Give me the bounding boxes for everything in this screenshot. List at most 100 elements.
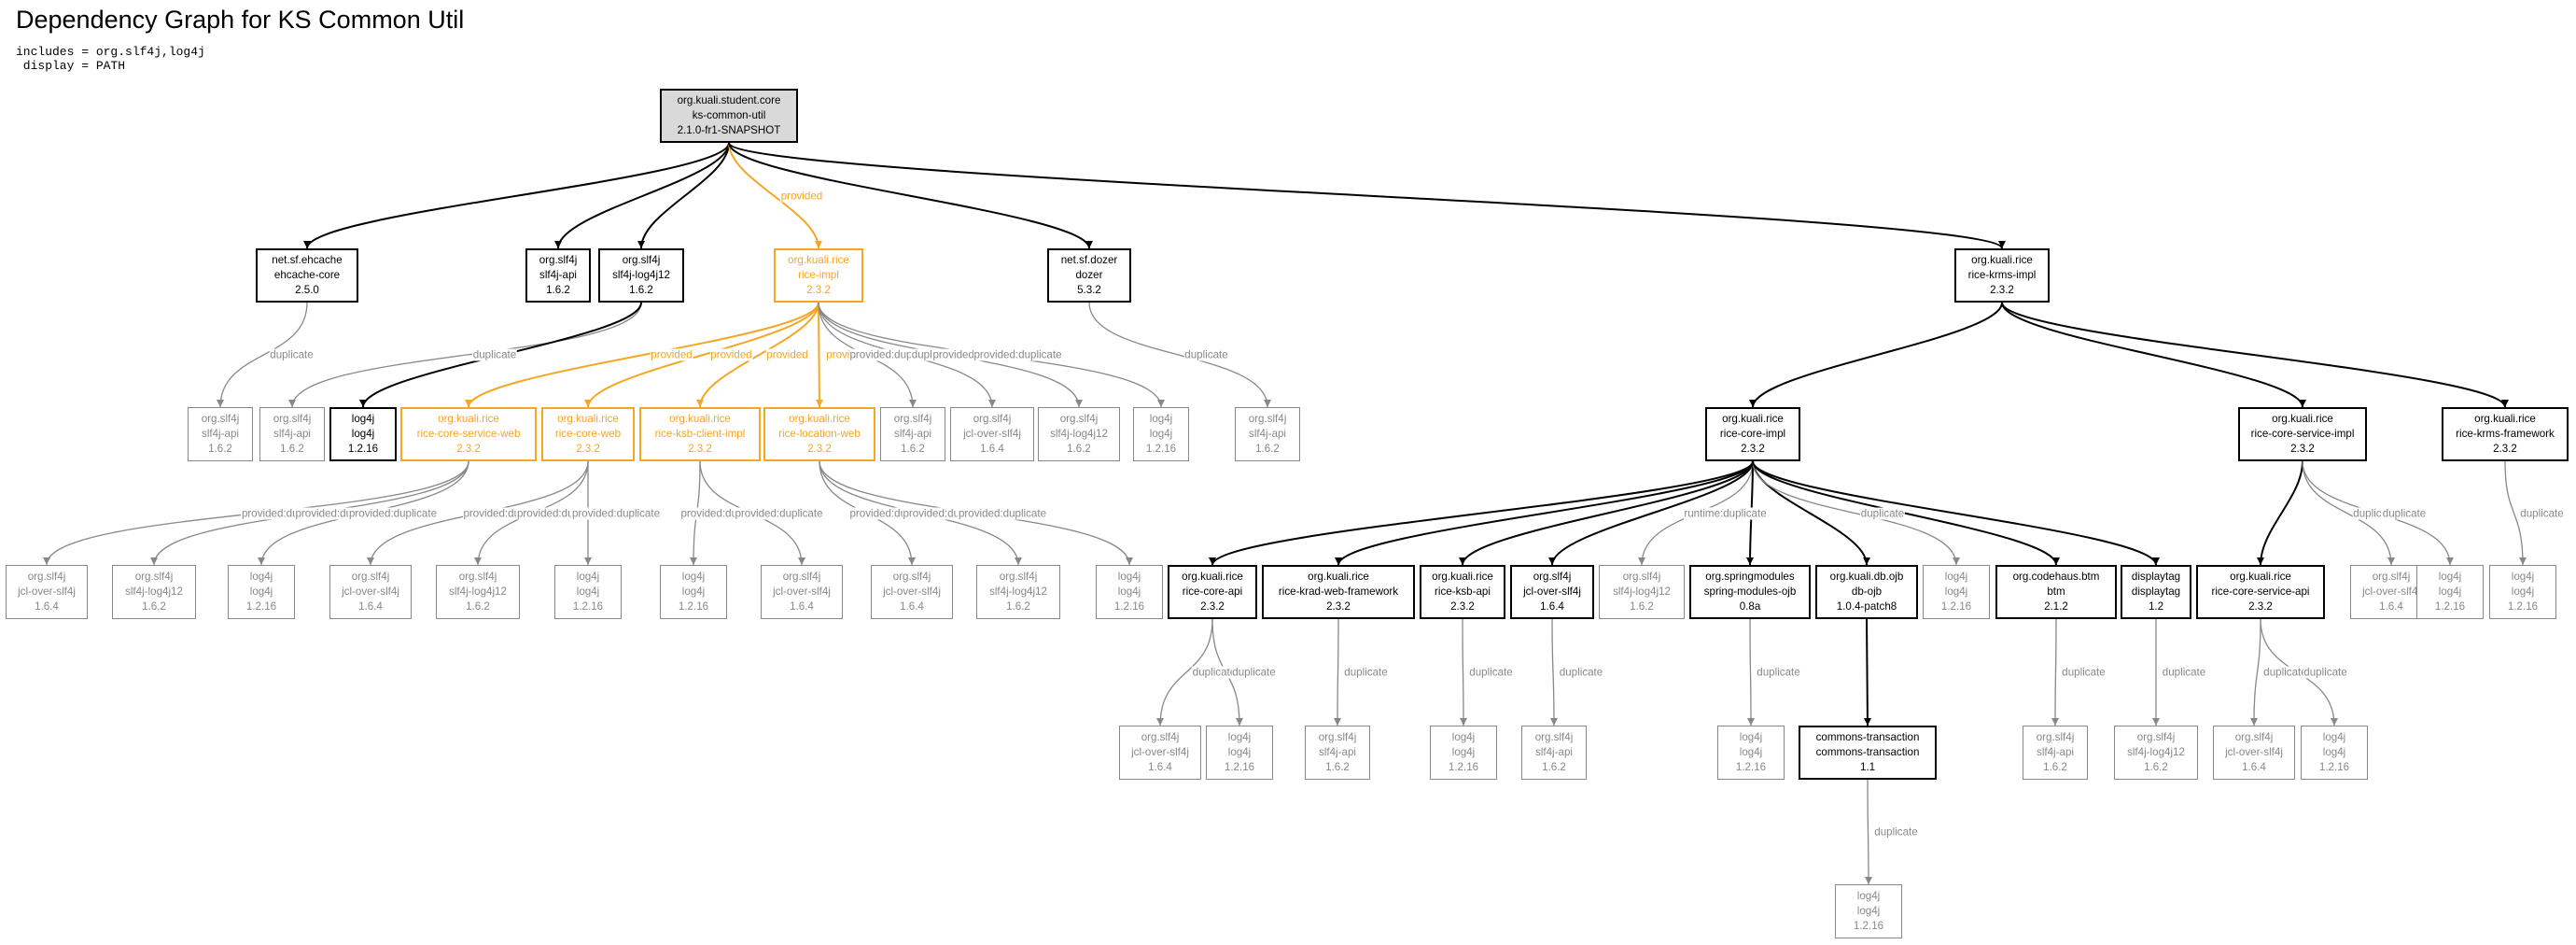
edge-root-to-ehcache — [303, 142, 730, 249]
edge-root-to-dozer — [728, 142, 1093, 249]
edge-label: duplicate — [1231, 666, 1277, 679]
edge-ehcache-to-d-slf4japi-a — [217, 302, 308, 408]
node-line: rice-krms-framework — [2456, 428, 2555, 440]
node-line: 1.2.16 — [1113, 600, 1145, 613]
edge-label: duplicate — [2061, 666, 2107, 679]
node-line: org.kuali.rice — [2230, 571, 2291, 583]
node-line: 1.2.16 — [1448, 761, 1479, 773]
node-line: rice-core-service-web — [416, 428, 521, 440]
node-line: rice-core-service-impl — [2250, 428, 2355, 440]
node-line: rice-core-web — [554, 428, 622, 440]
edge-label: duplicate — [1183, 348, 1229, 361]
node-line: org.slf4j — [622, 254, 661, 266]
node-line: 1.6.4 — [2379, 600, 2403, 613]
node-line: log4j — [576, 571, 600, 583]
edge-krmsimpl-to-rcsimpl — [2001, 302, 2306, 408]
node-line: org.kuali.db.ojb — [1829, 571, 1904, 583]
node-line: slf4j-log4j12 — [125, 585, 183, 598]
edge-riceimpl-to-ksbclient — [696, 302, 819, 408]
node-line: 1.6.2 — [2043, 761, 2067, 773]
edge-rcimpl-to-rci-log4j — [1752, 460, 1960, 566]
node-line: log4j — [351, 428, 375, 440]
node-line: 5.3.2 — [1077, 284, 1101, 296]
node-line: log4j — [681, 585, 706, 598]
node-line: log4j — [2511, 571, 2535, 583]
node-line: ks-common-util — [692, 109, 766, 121]
edge-dbojb-to-commons-tx — [1863, 618, 1871, 726]
node-line: 2.3.2 — [2493, 443, 2517, 455]
edge-kradfw-to-krad-slf4japi — [1334, 618, 1342, 726]
node-line: rice-impl — [798, 269, 839, 281]
node-line: 1.6.4 — [980, 443, 1004, 455]
edge-label: duplicate — [2161, 666, 2207, 679]
node-d-ri-jcl: org.slf4j jcl-over-slf4j 1.6.4 — [950, 407, 1034, 461]
edge-label: provided — [779, 190, 824, 202]
node-line: 1.6.2 — [142, 600, 166, 613]
node-line: commons-transaction — [1815, 746, 1920, 758]
node-line: jcl-over-slf4j — [342, 585, 399, 598]
node-line: log4j — [681, 571, 706, 583]
edge-label: provided:duplicate — [973, 348, 1063, 361]
node-line: slf4j-api — [1249, 428, 1286, 440]
node-line: jcl-over-slf4j — [963, 428, 1021, 440]
node-line: org.slf4j — [2234, 731, 2274, 743]
node-line: 1.2.16 — [2318, 761, 2350, 773]
node-line: 2.5.0 — [295, 284, 319, 296]
node-line: log4j — [1117, 571, 1141, 583]
node-line: 1.6.2 — [1542, 761, 1566, 773]
node-line: 1.2 — [2148, 600, 2164, 613]
edge-slf4jlog4j1-to-d-slf4japi-b — [288, 302, 642, 408]
node-line: slf4j-log4j12 — [1050, 428, 1108, 440]
node-line: log4j — [2438, 571, 2462, 583]
node-line: db-ojb — [1851, 585, 1883, 598]
node-line: org.slf4j — [973, 413, 1012, 425]
node-line: 1.1 — [1859, 761, 1876, 773]
node-line: 0.8a — [1739, 600, 1761, 613]
edge-root-to-slf4japi1 — [554, 142, 730, 249]
node-line: 1.2.16 — [1735, 761, 1767, 773]
node-line: 2.3.2 — [2248, 600, 2273, 613]
node-line: org.springmodules — [1705, 571, 1795, 583]
node-line: 1.6.2 — [1067, 443, 1091, 455]
node-line: org.slf4j — [134, 571, 174, 583]
node-line: 1.6.2 — [280, 443, 304, 455]
node-line: org.slf4j — [1318, 731, 1357, 743]
node-line: net.sf.dozer — [1060, 254, 1118, 266]
edge-commons-tx-to-ct-log4j — [1864, 779, 1872, 885]
node-line: slf4j-api — [539, 269, 577, 281]
node-line: org.slf4j — [273, 413, 312, 425]
node-d-slf4japi-b: org.slf4j slf4j-api 1.6.2 — [259, 407, 325, 461]
node-line: log4j — [1739, 746, 1763, 758]
node-line: slf4j-log4j12 — [2127, 746, 2185, 758]
edge-btm-to-btm-slf4japi — [2051, 618, 2060, 726]
node-csw-slf4jlog4j: org.slf4j slf4j-log4j12 1.6.2 — [112, 565, 196, 619]
node-line: slf4j-api — [273, 428, 311, 440]
edge-label: provided — [765, 348, 809, 361]
node-line: log4j — [1944, 571, 1968, 583]
node-line: 1.6.4 — [1148, 761, 1172, 773]
node-line: log4j — [2511, 585, 2535, 598]
node-line: 1.6.2 — [208, 443, 232, 455]
node-line: org.slf4j — [1059, 413, 1099, 425]
edge-riceimpl-to-coresvcweb — [465, 302, 819, 408]
